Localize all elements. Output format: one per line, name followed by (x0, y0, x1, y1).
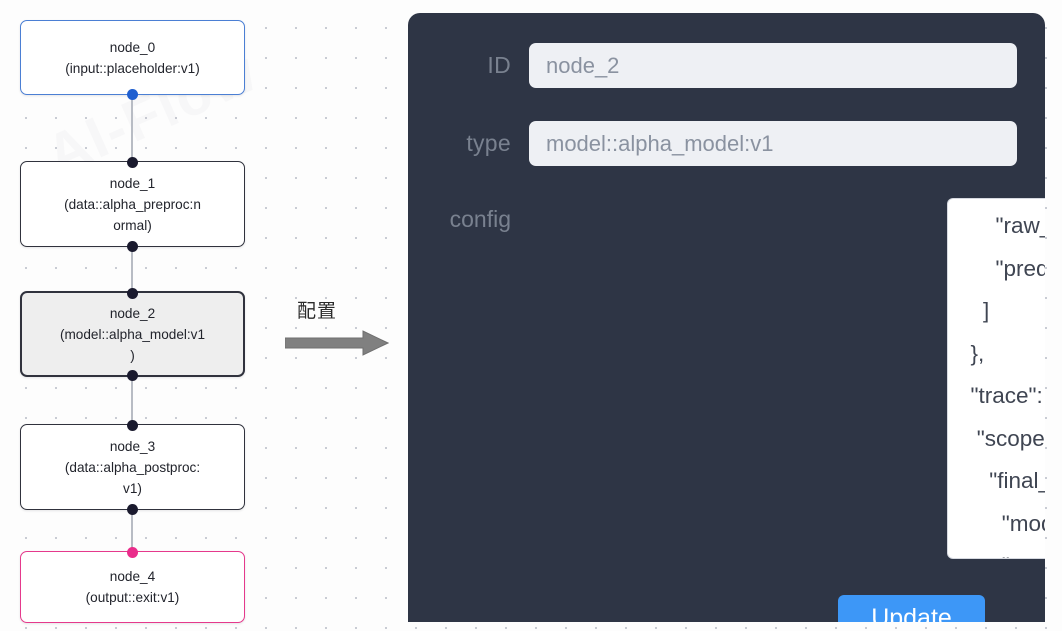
id-label: ID (487, 52, 511, 78)
arrow-caption: 配置 (297, 300, 338, 322)
graph-node-node_3[interactable]: node_3 (data::alpha_postproc: v1) (20, 419, 245, 515)
edge-node2-node3 (130, 371, 134, 430)
node-handle-target[interactable] (127, 546, 138, 558)
config-textarea-wrapper[interactable]: "raw_action", "pred" ] }, "trace": { "sc… (948, 199, 1045, 558)
config-textarea[interactable]: "raw_action", "pred" ] }, "trace": { "sc… (970, 213, 1046, 558)
id-field-row: ID (425, 43, 1017, 88)
node-handle-target[interactable] (127, 287, 138, 299)
type-label: type (466, 130, 511, 156)
node-label: node_1 (data::alpha_preproc:n ormal) (64, 175, 201, 233)
edge-node0-node1 (130, 89, 134, 167)
node-handle-target[interactable] (127, 419, 138, 431)
graph-node-node_0[interactable]: node_0 (input::placeholder:v1) (20, 20, 245, 100)
node-label: node_2 (model::alpha_model:v1 ) (59, 305, 206, 363)
node-label: node_4 (output::exit:v1) (85, 569, 180, 605)
node-handle-target[interactable] (127, 156, 138, 168)
config-label: config (449, 206, 511, 232)
edge-node3-node4 (130, 504, 134, 557)
node-label: node_3 (data::alpha_postproc: v1) (64, 438, 201, 496)
graph-node-node_4[interactable]: node_4 (output::exit:v1) (20, 546, 245, 623)
graph-node-node_2[interactable]: node_2 (model::alpha_model:v1 ) (20, 287, 245, 381)
id-input[interactable] (529, 43, 1017, 88)
edge-node1-node2 (130, 241, 134, 297)
node-handle-source[interactable] (127, 369, 138, 381)
type-input[interactable] (529, 121, 1017, 166)
configure-arrow-group: 配置 (285, 296, 397, 358)
type-field-row: type (425, 121, 1017, 166)
node-handle-source[interactable] (127, 88, 138, 100)
bottom-strip (0, 631, 1062, 643)
update-button[interactable]: Update (838, 595, 985, 622)
node-label: node_0 (input::placeholder:v1) (65, 39, 200, 76)
node-handle-source[interactable] (127, 503, 138, 515)
config-panel: ID type config "raw_action", "pred" ] },… (408, 13, 1045, 622)
node-handle-source[interactable] (127, 240, 138, 252)
arrow-right-icon (285, 330, 389, 356)
graph-node-node_1[interactable]: node_1 (data::alpha_preproc:n ormal) (20, 156, 245, 252)
